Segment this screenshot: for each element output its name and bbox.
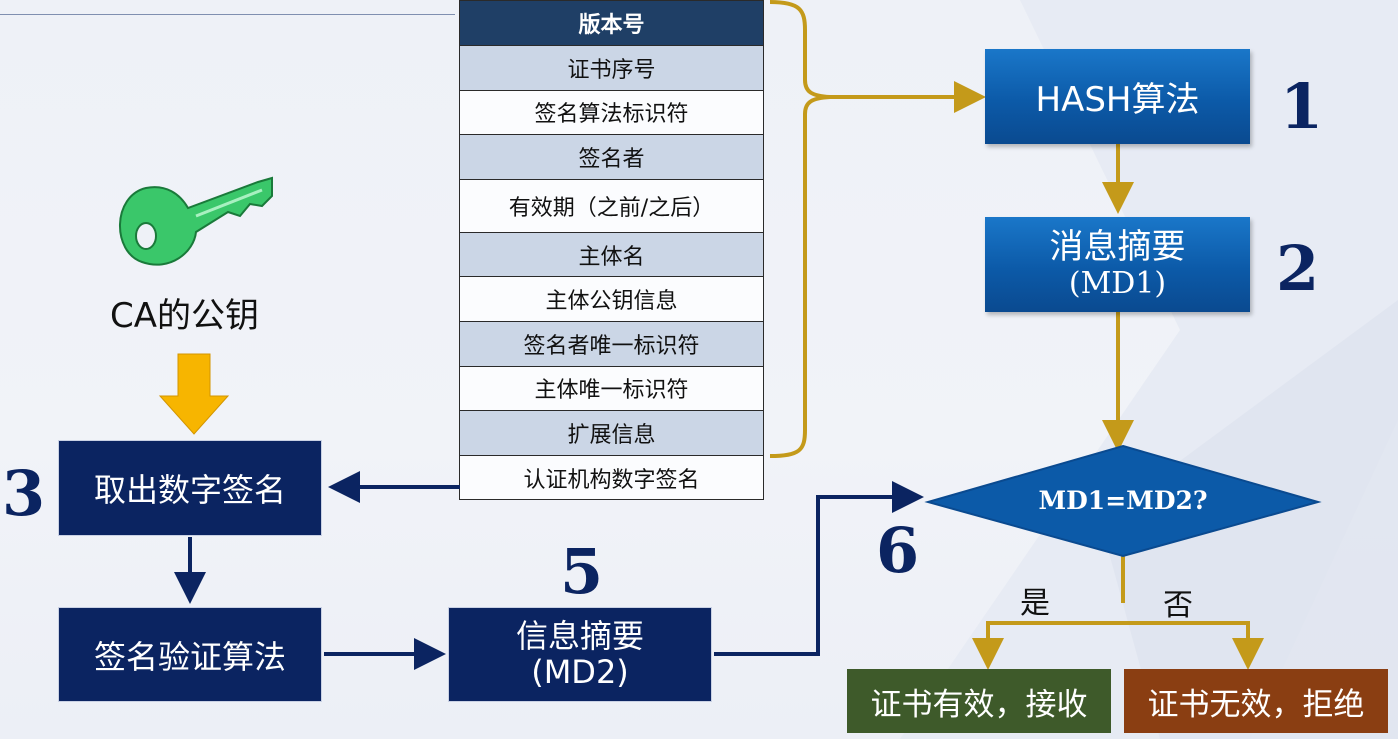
cert-field-subject: 主体名	[460, 231, 763, 277]
hash-algorithm-label: HASH算法	[1035, 80, 1200, 120]
cert-field-extensions: 扩展信息	[460, 410, 763, 455]
cert-field-ca-signature: 认证机构数字签名	[460, 454, 763, 500]
result-valid: 证书有效，接收	[847, 669, 1111, 733]
message-digest2-box: 信息摘要 (MD2)	[448, 607, 712, 702]
cert-field-subject-pubkey: 主体公钥信息	[460, 276, 763, 321]
extract-signature-label: 取出数字签名	[93, 471, 286, 509]
certificate-table: 版本号 证书序号 签名算法标识符 签名者 有效期（之前/之后） 主体名 主体公钥…	[459, 0, 764, 501]
signature-verify-label: 签名验证算法	[93, 637, 286, 676]
step-number-3: 3	[2, 457, 46, 530]
cert-field-sig-algorithm: 签名算法标识符	[460, 89, 763, 135]
ca-public-key-label: CA的公钥	[110, 296, 259, 336]
cert-field-signer: 签名者	[460, 134, 763, 179]
signature-verify-box: 签名验证算法	[58, 607, 322, 702]
step-number-1: 1	[1280, 70, 1324, 143]
cert-field-subject-uid: 主体唯一标识符	[460, 365, 763, 411]
step-number-6: 6	[876, 514, 920, 587]
key-icon	[119, 176, 273, 266]
step-number-2: 2	[1276, 232, 1320, 305]
message-digest1-box: 消息摘要 (MD1)	[985, 217, 1250, 312]
cert-field-serial: 证书序号	[460, 45, 763, 90]
key-down-arrow	[158, 353, 230, 435]
digest2-md-label: (MD2)	[531, 652, 629, 691]
digest1-label: 消息摘要	[1049, 226, 1186, 267]
compare-diamond	[924, 444, 1322, 558]
brace	[769, 0, 831, 458]
cert-field-version: 版本号	[460, 1, 763, 45]
result-invalid: 证书无效，拒绝	[1124, 669, 1388, 733]
cert-field-validity: 有效期（之前/之后）	[460, 178, 763, 232]
yes-label: 是	[1020, 586, 1050, 621]
branch-line	[986, 621, 1250, 660]
compare-label: MD1=MD2?	[1038, 486, 1208, 515]
extract-signature-box: 取出数字签名	[58, 440, 322, 536]
step-number-5: 5	[560, 535, 604, 608]
no-label: 否	[1163, 588, 1193, 623]
digest2-to-compare-arrow	[714, 481, 924, 656]
hash-algorithm-box: HASH算法	[985, 49, 1250, 144]
cert-field-signer-uid: 签名者唯一标识符	[460, 320, 763, 366]
digest2-label: 信息摘要	[515, 617, 644, 656]
digest1-md-label: (MD1)	[1068, 265, 1167, 301]
top-rule	[0, 14, 455, 15]
